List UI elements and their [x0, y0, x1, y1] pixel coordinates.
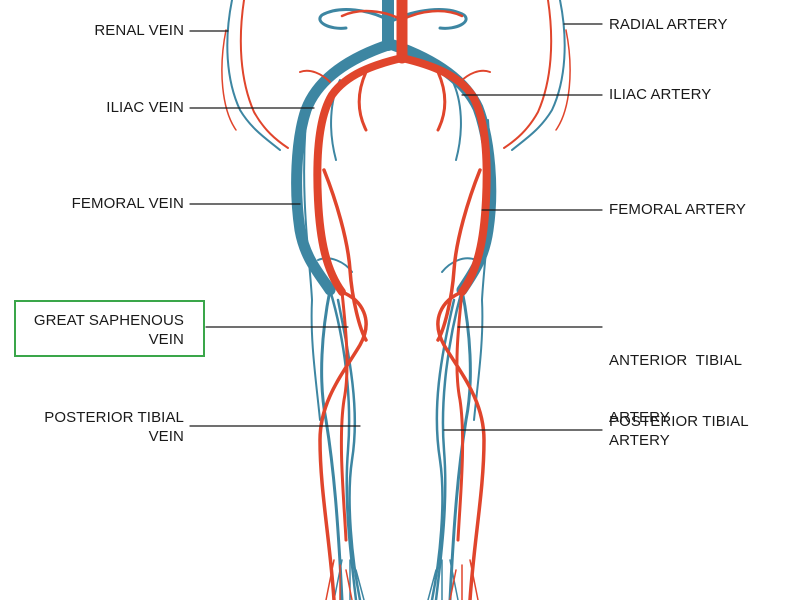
- posterior-tibial-artery-right: [455, 290, 465, 542]
- leader-lines: [189, 23, 603, 431]
- label-anterior-tibial-line1: ANTERIOR TIBIAL: [609, 352, 743, 369]
- femoral-artery-left: [313, 54, 406, 296]
- great-saphenous-highlight-box: [14, 300, 205, 357]
- great-saphenous-vein-left: [320, 288, 344, 600]
- label-posterior-tibial-artery-line1: POSTERIOR TIBIAL: [609, 413, 749, 430]
- label-anterior-tibial-artery: ANTERIOR TIBIAL ARTERY: [609, 313, 742, 465]
- anterior-tibial-artery-left: [318, 290, 368, 600]
- veins: [226, 0, 566, 600]
- label-renal-vein: RENAL VEIN: [94, 22, 184, 39]
- label-iliac-vein: ILIAC VEIN: [106, 99, 184, 116]
- label-femoral-vein: FEMORAL VEIN: [71, 195, 184, 212]
- posterior-tibial-vein-right: [430, 298, 456, 600]
- posterior-tibial-artery-left: [339, 290, 349, 542]
- label-femoral-artery: FEMORAL ARTERY: [609, 201, 746, 218]
- anterior-tibial-artery-right: [436, 290, 486, 600]
- label-posterior-tibial-vein-line2: VEIN: [148, 428, 184, 445]
- label-posterior-tibial-artery: POSTERIOR TIBIAL ARTERY: [609, 412, 749, 450]
- label-anterior-tibial-line2: ARTERY: [609, 409, 670, 426]
- arteries: [221, 0, 571, 600]
- label-radial-artery: RADIAL ARTERY: [609, 16, 728, 33]
- label-iliac-artery: ILIAC ARTERY: [609, 86, 712, 103]
- label-posterior-tibial-artery-line2: ARTERY: [609, 432, 670, 449]
- label-posterior-tibial-vein: POSTERIOR TIBIAL VEIN: [18, 408, 184, 446]
- femoral-artery-right: [398, 54, 491, 296]
- great-saphenous-vein-right: [448, 288, 472, 600]
- label-posterior-tibial-vein-line1: POSTERIOR TIBIAL: [44, 409, 184, 426]
- label-great-saphenous-line1: GREAT SAPHENOUS: [33, 312, 184, 329]
- label-great-saphenous-line2: VEIN: [148, 331, 184, 348]
- label-great-saphenous-vein: GREAT SAPHENOUS VEIN: [18, 311, 184, 349]
